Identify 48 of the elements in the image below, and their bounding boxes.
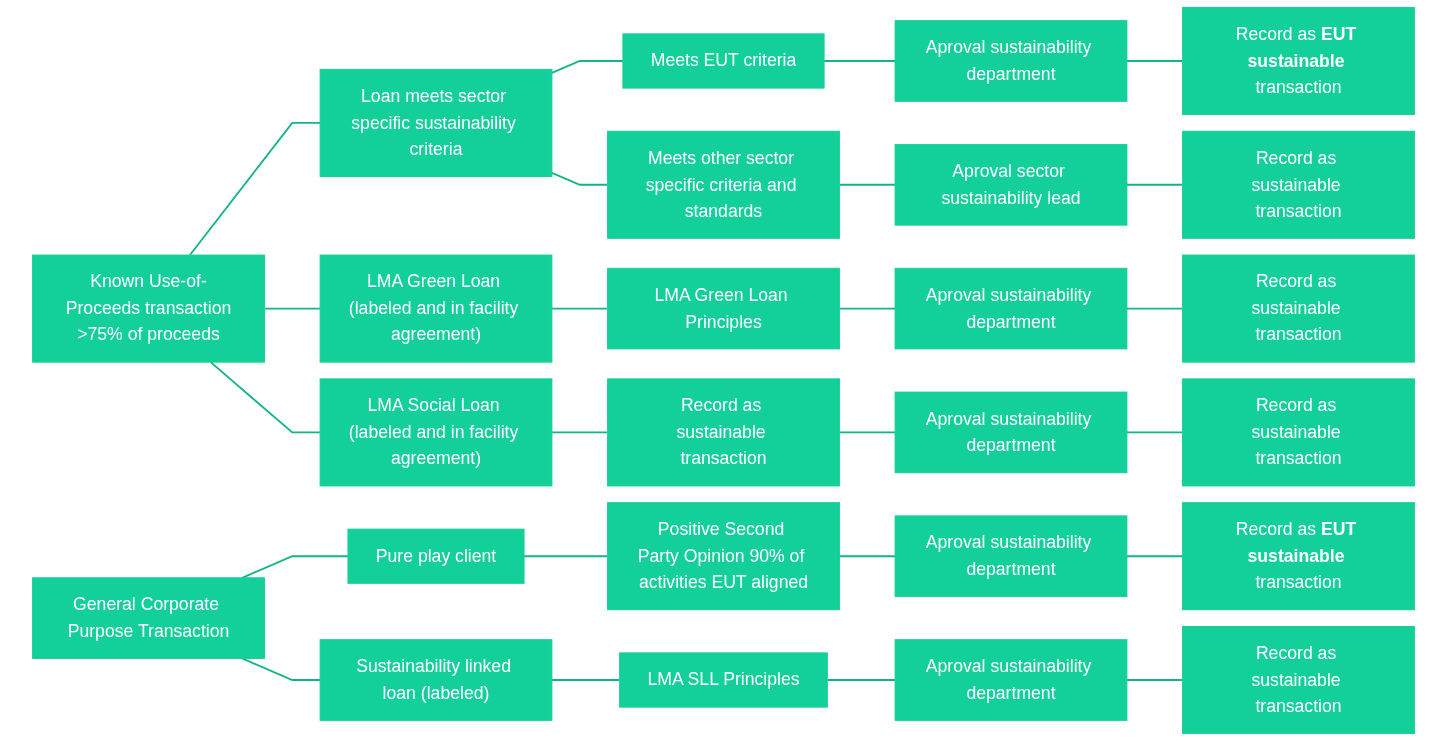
connector [838, 307, 896, 310]
connector [1126, 679, 1184, 681]
node-box: Record as EUT sustainable transaction [1182, 502, 1415, 611]
node-box: Sustainability linked loan (labeled) [319, 639, 553, 721]
node-box: Positive Second Party Opinion 90% of activities EUT aligned [607, 502, 840, 611]
node-box: Aproval sustainability department [894, 639, 1128, 721]
node-box: Record as sustainable transaction [1182, 130, 1415, 239]
node-box: Aproval sector sustainability lead [894, 143, 1128, 226]
connector [551, 679, 621, 681]
connector [551, 307, 609, 310]
connector [551, 431, 609, 434]
node-box: LMA SLL Principles [619, 652, 828, 708]
connector [241, 657, 321, 681]
connector [1126, 60, 1184, 62]
connector [523, 555, 609, 558]
connector [1126, 183, 1184, 186]
connector [838, 431, 896, 434]
node-box: Meets other sector specific criteria and standards [607, 130, 840, 239]
node-box: LMA Social Loan (labeled and in facility agreement) [319, 378, 553, 487]
connector [838, 183, 896, 186]
node-box: Aproval sustainability department [894, 515, 1128, 598]
connector [189, 121, 321, 256]
node-box: Record as sustainable transaction [1182, 626, 1415, 735]
node-box: Pure play client [347, 528, 525, 584]
connector [826, 679, 896, 681]
node-box: Record as sustainable transaction [607, 378, 840, 487]
connector [551, 60, 624, 74]
connector [1126, 431, 1184, 434]
connector [1126, 555, 1184, 558]
node-box: Loan meets sector specific sustainability criteria [319, 68, 553, 177]
node-box: Record as EUT sustainable transaction [1182, 6, 1415, 115]
node-box: Meets EUT criteria [622, 33, 825, 89]
connector [241, 555, 349, 579]
connector [838, 555, 896, 558]
node-box: LMA Green Loan Principles [607, 267, 840, 350]
node-box: Aproval sustainability department [894, 391, 1128, 474]
node-box: Record as sustainable transaction [1182, 254, 1415, 363]
node-box: Aproval sustainability department [894, 20, 1128, 102]
connector [263, 307, 321, 310]
connector [551, 171, 609, 186]
connector [209, 361, 321, 434]
node-box: General Corporate Purpose Transaction [32, 577, 265, 659]
connector [1126, 307, 1184, 310]
node-box: Record as sustainable transaction [1182, 378, 1415, 487]
node-box: Known Use-of-Proceeds transaction >75% of proceeds [32, 254, 265, 363]
node-box: Aproval sustainability department [894, 267, 1128, 350]
connector [823, 60, 896, 62]
node-box: LMA Green Loan (labeled and in facility agreement) [319, 254, 553, 363]
